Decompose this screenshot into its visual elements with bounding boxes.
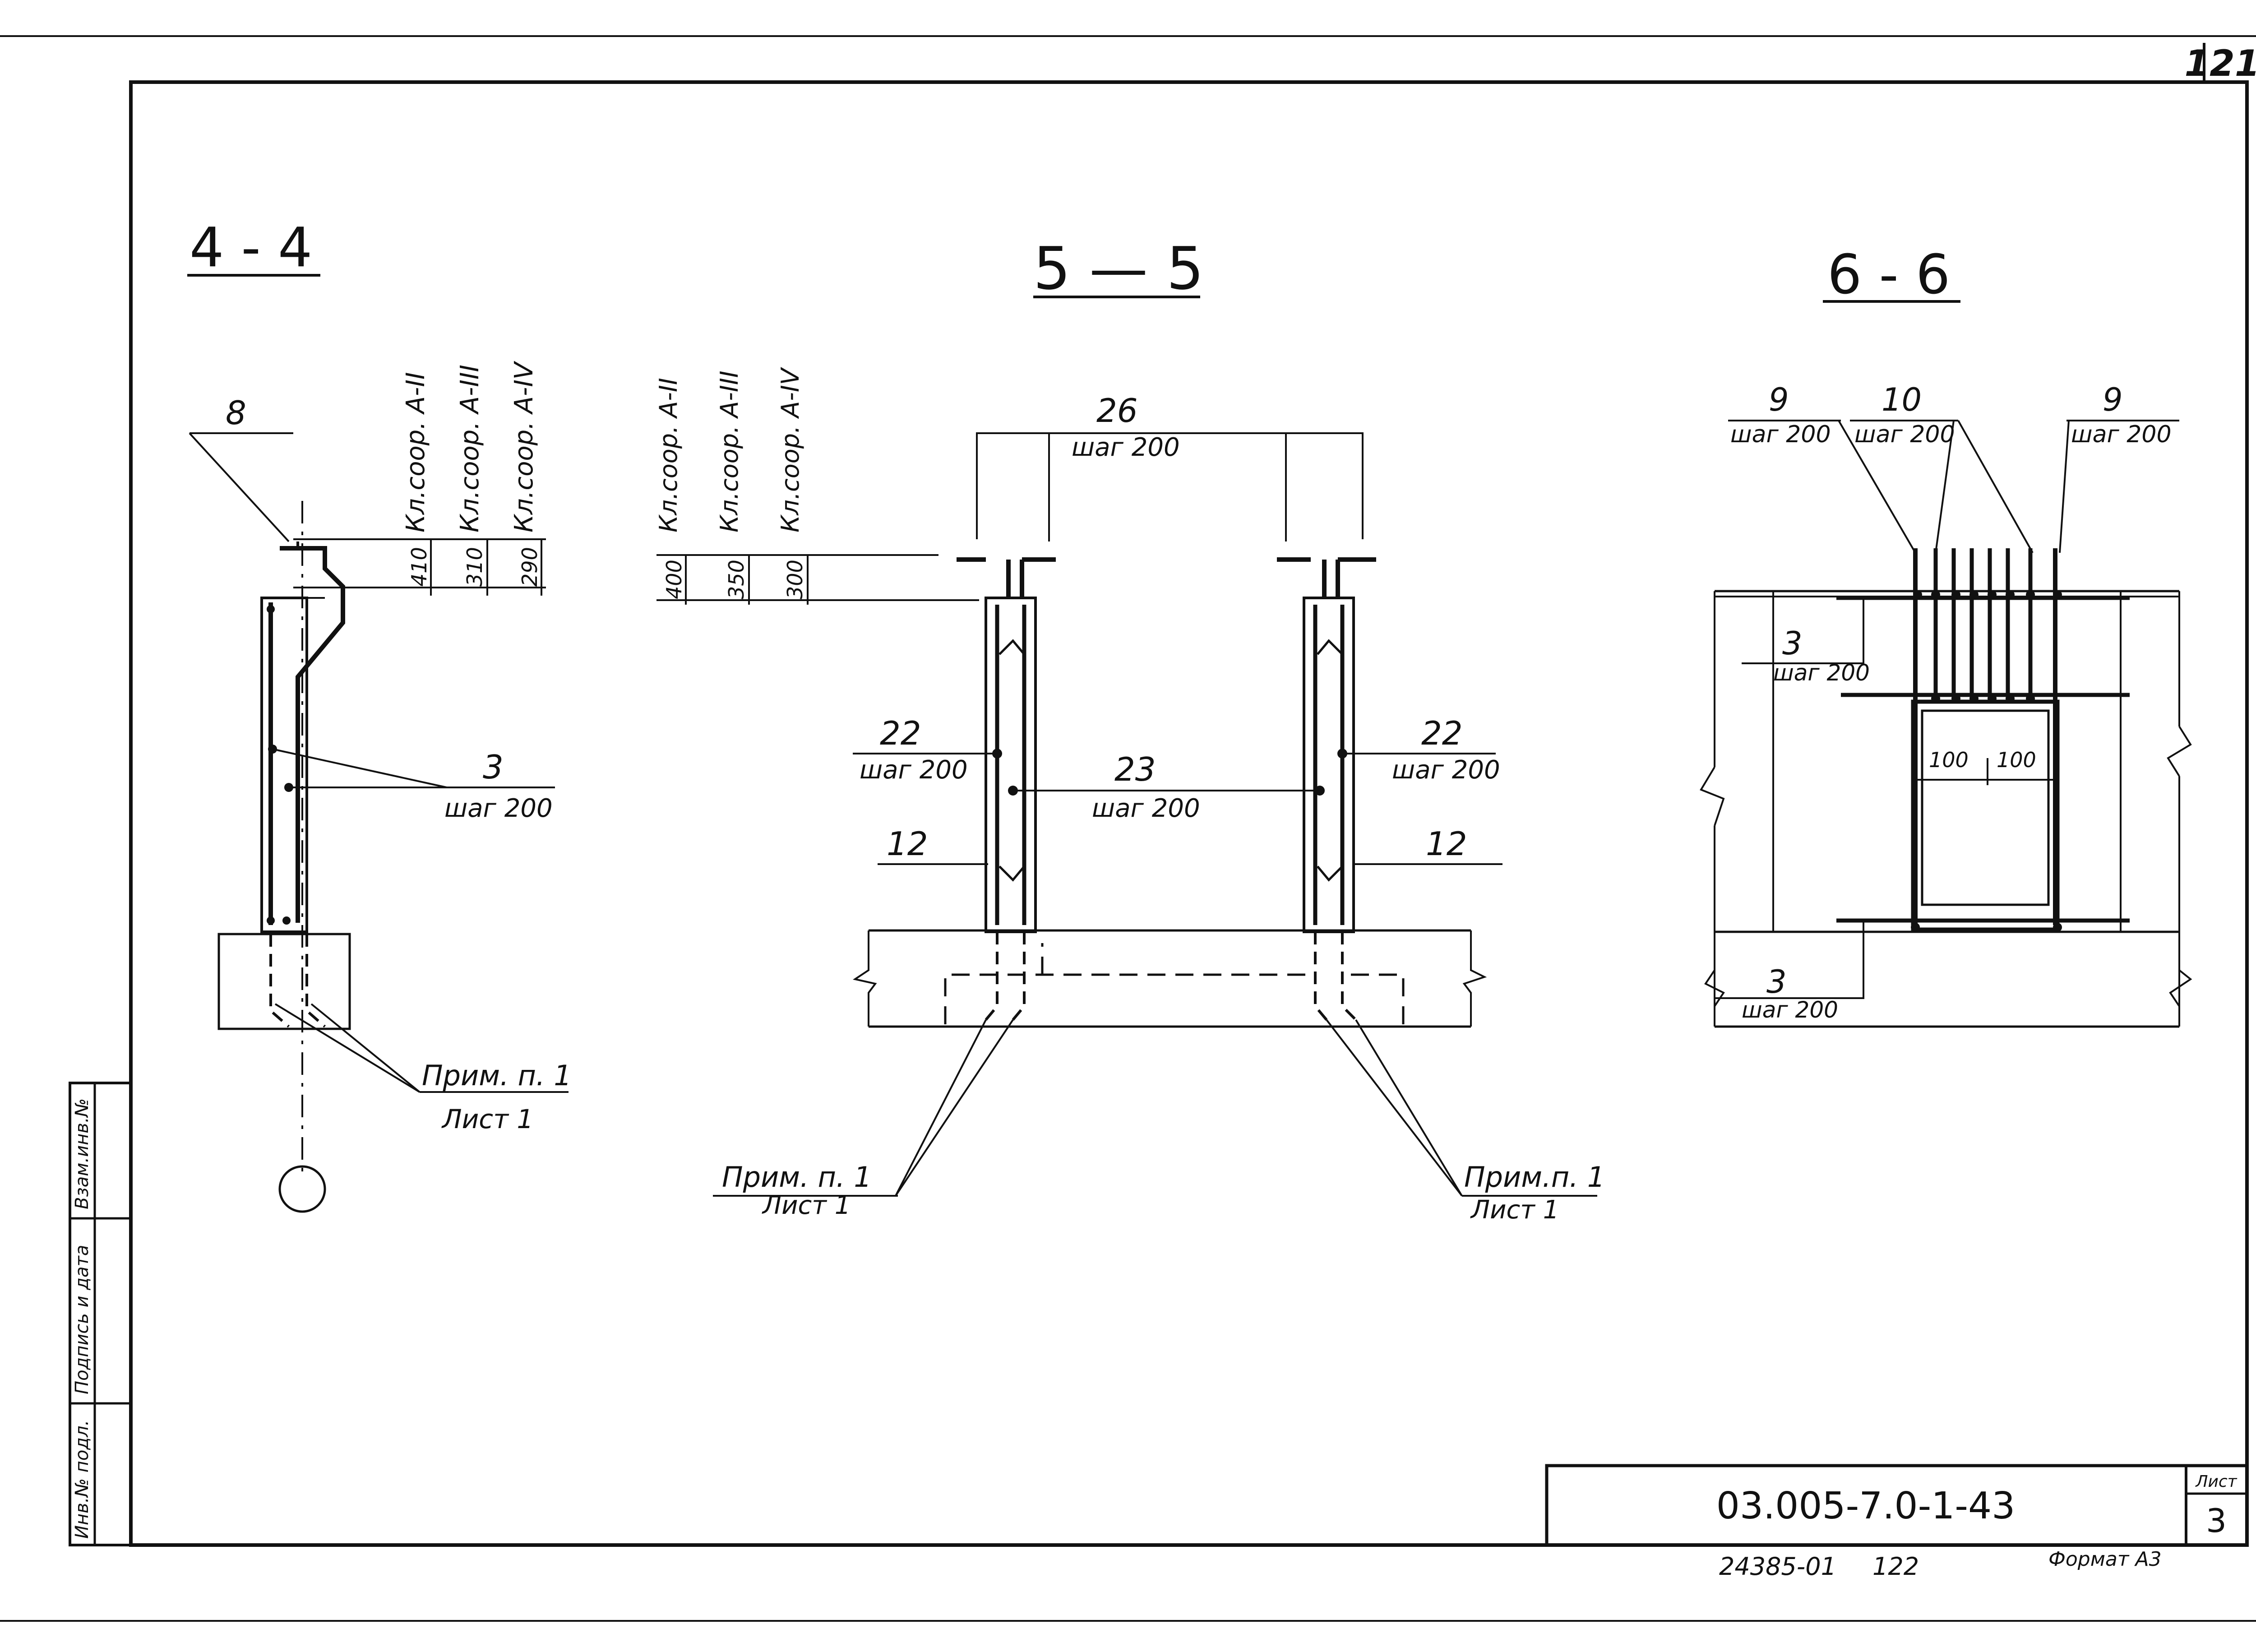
side-stamp: Взам.инв.№ Подпись и дата Инв.№ подл. <box>69 1082 132 1546</box>
page-number-box: 121 <box>2185 42 2256 84</box>
s66-mark-3-lower: 3 <box>1766 963 1787 1000</box>
s55-mark-23: 23 <box>1114 750 1156 788</box>
document-code: 03.005-7.0-1-43 <box>1716 1485 2016 1527</box>
s55-class-a4: Кл.соор. A-IV <box>776 366 804 532</box>
s55-mark-12-left: 12 <box>887 825 928 863</box>
section-4-4: 4 - 4 Кл.соор. A-II Кл.соор. A-III Кл.со… <box>187 217 572 1213</box>
stamp-signature-date: Подпись и дата <box>72 1245 92 1394</box>
sheet-number: 3 <box>2206 1502 2227 1540</box>
stamp-replace-inv: Взам.инв.№ <box>72 1098 92 1209</box>
s55-dim-350: 350 <box>724 560 749 599</box>
s44-note: Прим. п. 1 <box>422 1059 572 1092</box>
s44-step-3: шаг 200 <box>444 794 553 823</box>
s66-step-10: шаг 200 <box>1854 421 1955 448</box>
footer-format: Формат А3 <box>2048 1548 2162 1571</box>
s44-mark-8: 8 <box>226 394 246 432</box>
s66-step-3-lower: шаг 200 <box>1742 997 1838 1023</box>
stamp-inv-original: Инв.№ подл. <box>72 1420 92 1539</box>
s66-step-9-right: шаг 200 <box>2071 421 2172 448</box>
section-6-6-title: 6 - 6 <box>1827 244 1950 306</box>
s55-mark-12-right: 12 <box>1426 825 1467 863</box>
s55-class-a2: Кл.соор. A-II <box>654 378 683 532</box>
section-4-4-title: 4 - 4 <box>190 217 312 279</box>
s55-mark-26: 26 <box>1096 392 1138 430</box>
s55-dim-300: 300 <box>783 560 807 599</box>
s66-dim-100-right: 100 <box>1997 748 2036 772</box>
s44-note-sheet: Лист 1 <box>441 1104 533 1134</box>
s66-dim-100-left: 100 <box>1929 748 1969 772</box>
footer-archive-number: 24385-01 <box>1719 1552 1836 1581</box>
s66-mark-10: 10 <box>1882 381 1922 418</box>
s44-mark-3: 3 <box>483 748 504 786</box>
section-5-5: 5 — 5 Кл.соор. A-II Кл.соор. A-III Кл.со… <box>654 234 1605 1225</box>
s55-step-26: шаг 200 <box>1072 433 1180 462</box>
s55-note-right-sheet: Лист 1 <box>1470 1195 1559 1225</box>
page-number: 121 <box>2185 42 2256 84</box>
s44-dim-290: 290 <box>518 547 542 587</box>
s44-dim-310: 310 <box>462 547 487 587</box>
drawing-frame <box>129 80 2249 1547</box>
s55-step-22-right: шаг 200 <box>1392 755 1500 785</box>
s55-dim-400: 400 <box>662 560 686 599</box>
s44-class-a4: Кл.соор. A-IV <box>509 361 539 532</box>
section-5-5-title: 5 — 5 <box>1033 234 1204 303</box>
s66-mark-9-right: 9 <box>2103 381 2123 418</box>
s55-note-left-sheet: Лист 1 <box>762 1191 851 1220</box>
s44-class-a3: Кл.соор. A-III <box>455 365 485 532</box>
title-block: 03.005-7.0-1-43 Лист 3 <box>1545 1464 2249 1547</box>
s66-step-9-left: шаг 200 <box>1730 421 1831 448</box>
section-6-6: 6 - 6 9 шаг 200 10 шаг 200 9 шаг 200 <box>1700 244 2192 1028</box>
s44-class-a2: Кл.соор. A-II <box>401 372 430 532</box>
s55-step-23: шаг 200 <box>1092 794 1200 823</box>
s55-mark-22-left: 22 <box>880 714 921 752</box>
s55-step-22-left: шаг 200 <box>860 755 968 785</box>
s66-mark-3-upper: 3 <box>1782 625 1803 662</box>
s66-mark-9-left: 9 <box>1769 381 1789 418</box>
s55-mark-22-right: 22 <box>1421 714 1463 752</box>
s44-dim-410: 410 <box>407 547 431 587</box>
s55-note-right: Прим.п. 1 <box>1464 1161 1605 1194</box>
s55-class-a3: Кл.соор. A-III <box>715 370 744 532</box>
s55-note-left: Прим. п. 1 <box>722 1161 872 1194</box>
sheet-label: Лист <box>2195 1472 2237 1491</box>
footer-page-ref: 122 <box>1872 1552 1919 1581</box>
